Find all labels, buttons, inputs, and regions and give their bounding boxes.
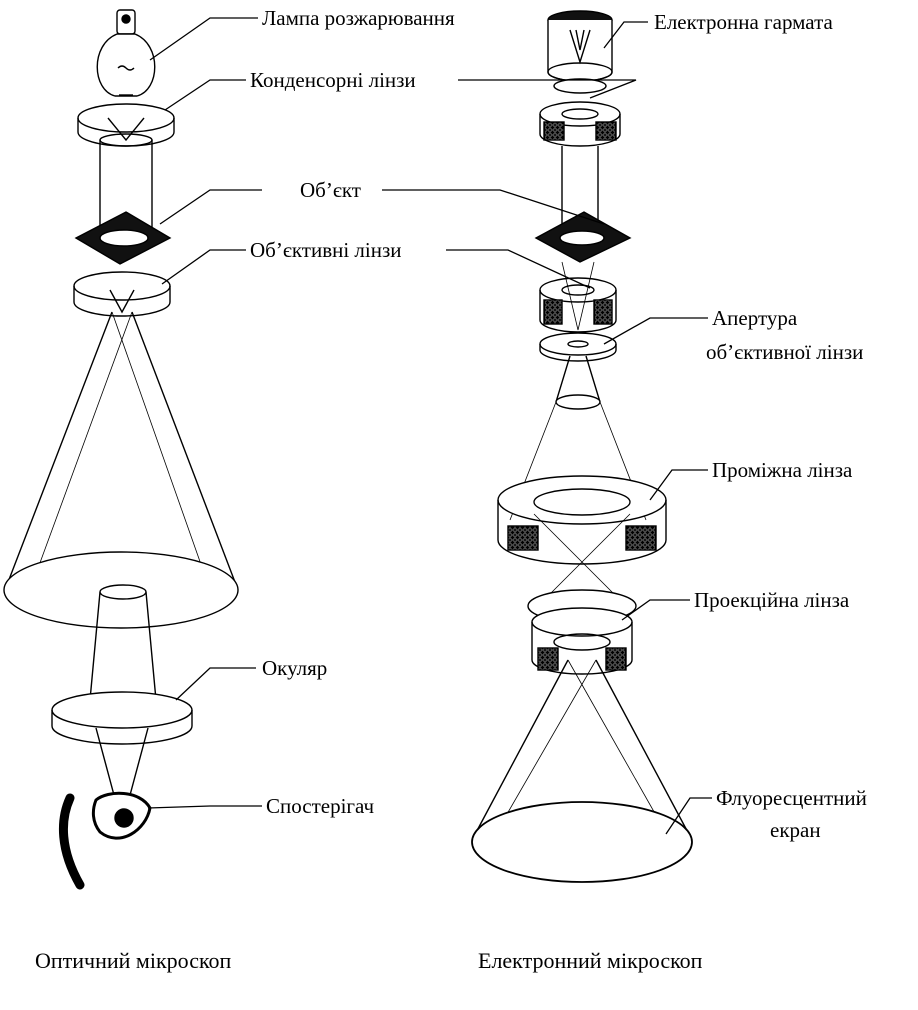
- specimen-slide-electron: [536, 212, 630, 262]
- electron-microscope: [472, 11, 692, 882]
- label-projection-lens: Проекційна лінза: [694, 588, 849, 612]
- label-intermediate-lens: Проміжна лінза: [712, 458, 852, 482]
- label-objective: Об’єктивні лінзи: [250, 238, 402, 262]
- specimen-slide-optical: [76, 212, 170, 264]
- light-cone-optical: [4, 312, 238, 628]
- label-observer: Спостерігач: [266, 794, 374, 818]
- fluorescent-screen: [472, 802, 692, 882]
- objective-aperture: [540, 333, 616, 361]
- label-lamp: Лампа розжарювання: [262, 6, 455, 30]
- label-object: Об’єкт: [300, 178, 361, 202]
- optical-microscope: [4, 10, 238, 885]
- label-screen-line2: екран: [770, 818, 821, 842]
- label-condenser: Конденсорні лінзи: [250, 68, 416, 92]
- objective-lens-optical: [74, 272, 170, 316]
- light-bulb-icon: [97, 10, 155, 96]
- electron-gun: [548, 11, 612, 93]
- label-aperture-line1: Апертура: [712, 306, 797, 330]
- label-eyepiece: Окуляр: [262, 656, 327, 680]
- objective-lens-electron: [540, 262, 616, 332]
- condenser-lens-electron: [540, 102, 620, 146]
- projection-lens: [528, 590, 636, 674]
- label-electron-gun: Електронна гармата: [654, 10, 833, 34]
- leader-lines: [148, 18, 712, 834]
- eye-icon: [63, 793, 150, 885]
- label-screen-line1: Флуоресцентний: [716, 786, 867, 810]
- intermediate-lens: [498, 476, 666, 604]
- caption-optical-microscope: Оптичний мікроскоп: [35, 948, 231, 974]
- caption-electron-microscope: Електронний мікроскоп: [478, 948, 702, 974]
- label-aperture-line2: об’єктивної лінзи: [706, 340, 863, 364]
- condenser-lens-optical: [78, 104, 174, 146]
